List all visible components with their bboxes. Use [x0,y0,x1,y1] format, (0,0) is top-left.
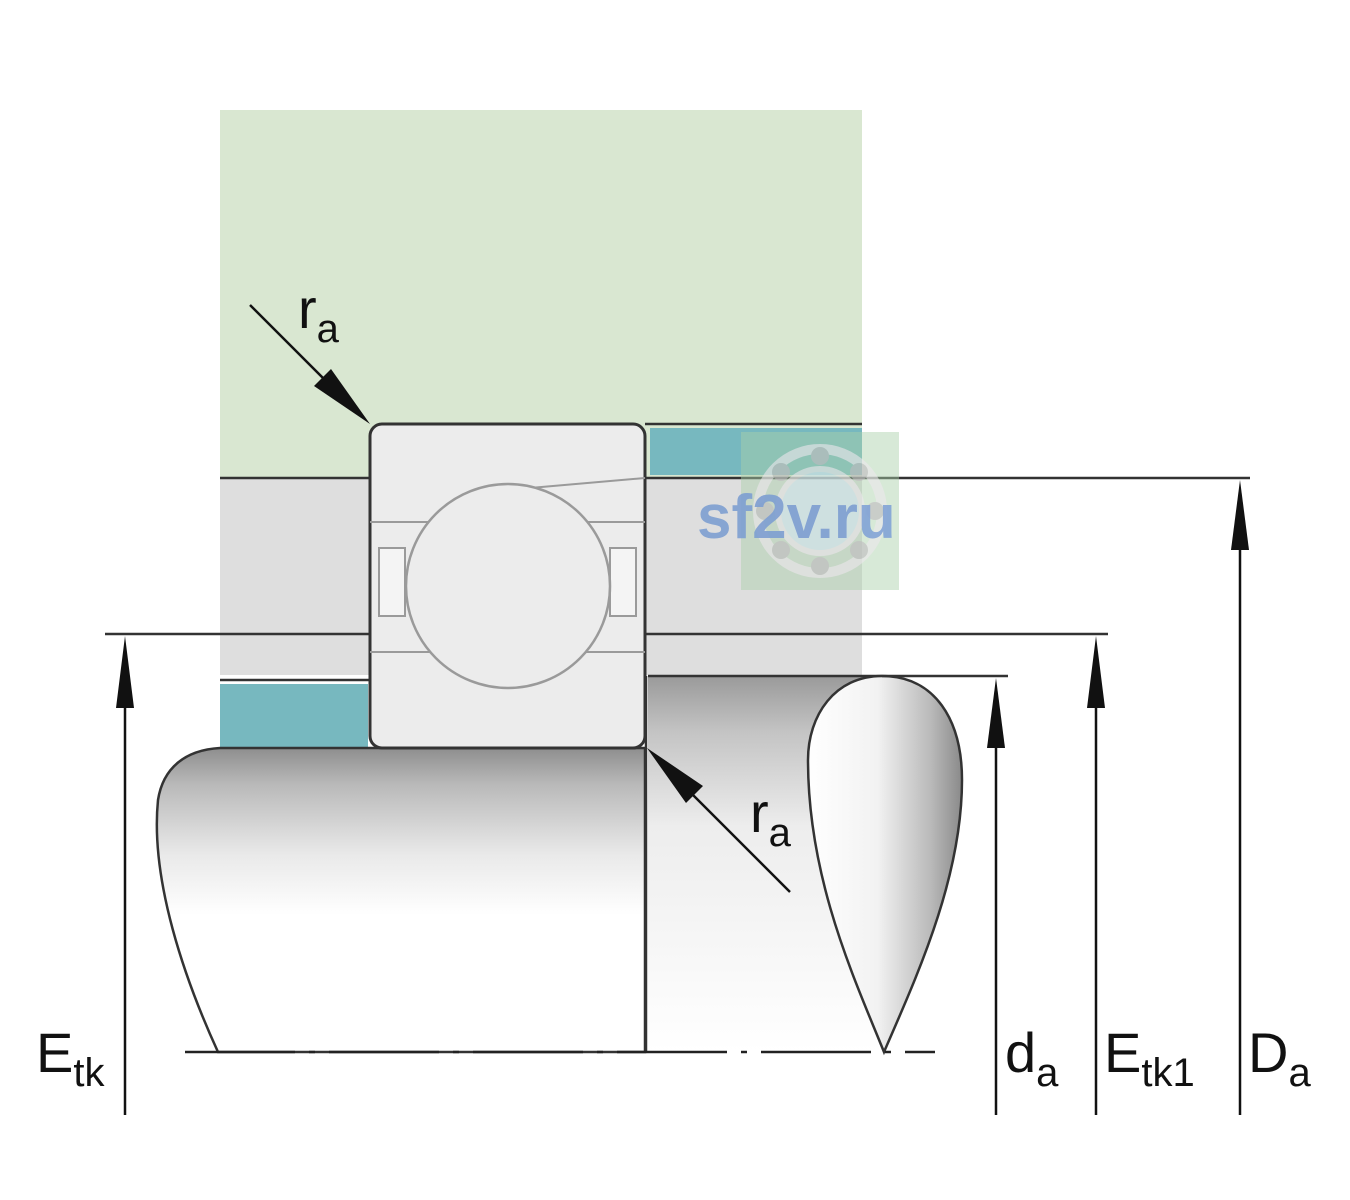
ra-bottom-line [677,779,791,893]
ra-top-arrow-head [314,369,370,424]
cage-left [378,547,406,617]
ra-bottom-leader [647,748,791,893]
bearing [368,422,647,750]
label-da-small: da [1005,1021,1059,1095]
etk1-arrow-head [1087,636,1105,708]
label-ra-bottom: ra [750,781,792,855]
ring-band-left [220,478,370,675]
cage-right [609,547,637,617]
watermark: sf2v.ru [697,432,899,590]
dimension-da-large [1231,480,1249,1115]
da-large-arrow-head [1231,480,1249,550]
seal-inner-left [220,684,368,748]
ball-bearing-icon [753,444,887,578]
shaft-end-section [806,674,964,1056]
label-etk: Etk [36,1021,105,1095]
housing [220,110,862,478]
dimension-etk [116,636,134,1115]
shaft-left [155,746,647,1054]
contact-line [529,477,646,489]
dimension-etk1 [1087,636,1105,1115]
etk-arrow-head [116,636,134,708]
da-small-arrow-head [987,678,1005,748]
label-da-large: Da [1248,1021,1311,1095]
dimension-da-small [987,678,1005,1115]
ball [404,482,612,690]
label-etk1: Etk1 [1104,1021,1195,1095]
ra-top-leader [249,304,370,424]
label-ra-top: ra [298,277,340,351]
ra-bottom-arrow-head [647,748,703,803]
watermark-text: sf2v.ru [697,483,896,552]
